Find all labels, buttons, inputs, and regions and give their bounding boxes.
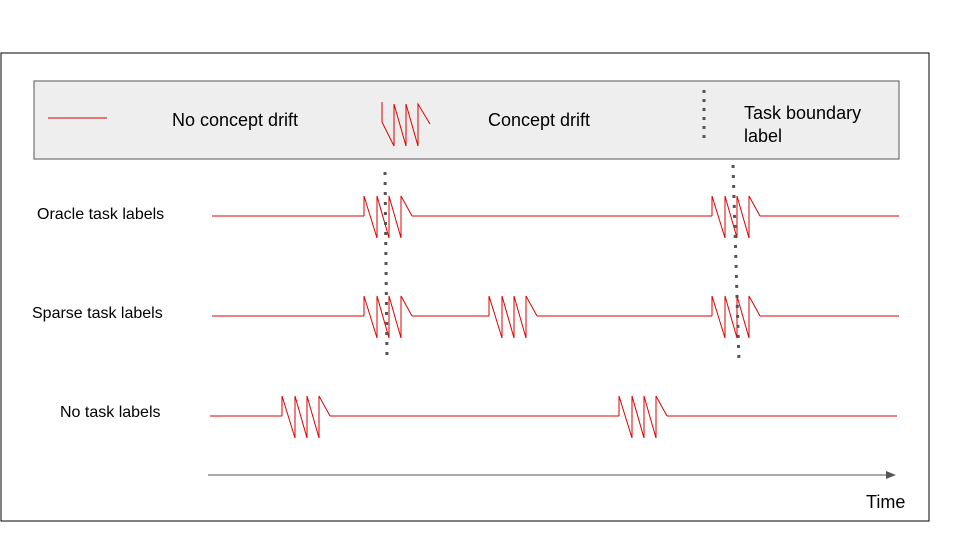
diagram-frame bbox=[0, 52, 930, 522]
timeline-sparse bbox=[212, 295, 899, 339]
timeline-none bbox=[210, 395, 897, 439]
legend-box bbox=[33, 80, 900, 160]
legend-boundary-label-line1: Task boundary bbox=[744, 103, 861, 123]
time-axis-label: Time bbox=[866, 492, 905, 512]
legend: No concept drift Concept drift Task boun… bbox=[33, 80, 900, 160]
legend-drift-swatch bbox=[381, 102, 431, 147]
row-label-oracle: Oracle task labels bbox=[37, 206, 164, 223]
drift-segment bbox=[488, 295, 538, 339]
drift-segment bbox=[363, 195, 413, 239]
task-boundary-1 bbox=[383, 171, 389, 359]
task-boundary-2 bbox=[731, 164, 741, 363]
drift-segment bbox=[618, 395, 668, 439]
timeline-oracle bbox=[212, 195, 899, 239]
time-axis-arrowhead bbox=[886, 471, 896, 479]
drift-segment bbox=[711, 295, 761, 339]
row-label-sparse: Sparse task labels bbox=[32, 305, 163, 322]
legend-no-drift-label: No concept drift bbox=[172, 110, 298, 130]
legend-drift-label: Concept drift bbox=[488, 110, 590, 130]
drift-segment bbox=[281, 395, 331, 439]
row-label-none: No task labels bbox=[60, 404, 161, 421]
drift-segment bbox=[363, 295, 413, 339]
legend-boundary-label-line2: label bbox=[744, 126, 782, 146]
drift-segment bbox=[711, 195, 761, 239]
